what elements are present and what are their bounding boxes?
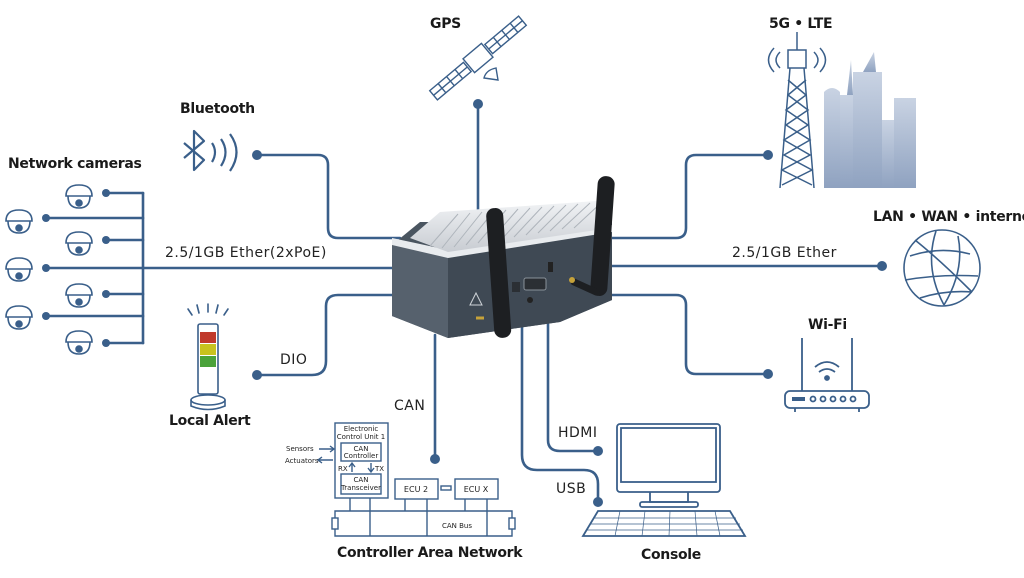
svg-text:Controller: Controller <box>344 452 379 460</box>
local-alert-label: Local Alert <box>169 413 251 429</box>
network-cameras <box>5 184 93 355</box>
camera-icon <box>5 305 33 330</box>
svg-text:Electronic: Electronic <box>344 425 379 433</box>
can-label: CAN <box>394 398 426 414</box>
svg-text:ECU 2: ECU 2 <box>404 485 428 494</box>
gps-satellite-icon <box>428 15 528 101</box>
svg-text:Control Unit 1: Control Unit 1 <box>337 433 385 441</box>
lte-label: 5G • LTE <box>769 16 833 32</box>
camera-icon <box>65 184 93 209</box>
ecux-box <box>454 478 499 500</box>
city-skyline-icon <box>824 52 916 188</box>
connection-endpoints <box>42 99 887 507</box>
camera-icon <box>65 283 93 308</box>
camera-icon <box>5 257 33 282</box>
connection-lines <box>44 102 884 502</box>
wifi-label: Wi-Fi <box>808 317 847 333</box>
can-network-label: Controller Area Network <box>337 545 523 561</box>
cell-tower-icon <box>767 32 827 189</box>
camera-icon <box>65 231 93 256</box>
camera-icon <box>5 209 33 234</box>
svg-text:Sensors: Sensors <box>286 445 314 453</box>
console-label: Console <box>641 547 702 563</box>
keyboard-icon <box>581 510 747 537</box>
usb-line <box>520 303 600 502</box>
gps-label: GPS <box>430 16 461 32</box>
can-network-diagram <box>316 422 516 537</box>
console-icon <box>581 423 747 537</box>
can-controller-box <box>340 442 382 462</box>
can-transceiver-box <box>340 473 382 495</box>
svg-text:RX: RX <box>338 465 348 473</box>
svg-text:CAN: CAN <box>354 476 369 484</box>
svg-text:Transceiver: Transceiver <box>340 484 381 492</box>
svg-text:Actuators: Actuators <box>285 457 319 465</box>
monitor-icon <box>616 423 721 493</box>
lan-wan-label: LAN • WAN • internet <box>873 209 1024 225</box>
ecu2-box <box>394 478 439 500</box>
dio-label: DIO <box>280 352 308 368</box>
wifi-line <box>598 293 770 376</box>
wifi-router-icon <box>784 338 870 412</box>
edge-device <box>392 176 615 338</box>
bluetooth-line <box>255 153 402 240</box>
hdmi-label: HDMI <box>558 425 598 441</box>
svg-text:ECU X: ECU X <box>464 485 489 494</box>
globe-icon <box>903 229 981 307</box>
gps-dish-icon <box>483 67 499 81</box>
ether-label: 2.5/1GB Ether <box>732 245 837 261</box>
lte-line <box>598 153 770 240</box>
svg-text:TX: TX <box>374 465 384 473</box>
svg-text:CAN Bus: CAN Bus <box>442 522 472 530</box>
alert-tower-icon <box>187 303 229 411</box>
dio-line <box>255 293 397 377</box>
usb-label: USB <box>556 481 587 497</box>
bluetooth-icon <box>183 129 238 172</box>
camera-icon <box>65 330 93 355</box>
can-diagram-text: Electronic Control Unit 1 CAN Controller… <box>285 425 489 530</box>
hdmi-line <box>546 298 600 453</box>
network-cameras-label: Network cameras <box>8 156 142 172</box>
svg-text:CAN: CAN <box>354 445 369 453</box>
bluetooth-label: Bluetooth <box>180 101 255 117</box>
ether-poe-label: 2.5/1GB Ether(2xPoE) <box>165 245 327 261</box>
